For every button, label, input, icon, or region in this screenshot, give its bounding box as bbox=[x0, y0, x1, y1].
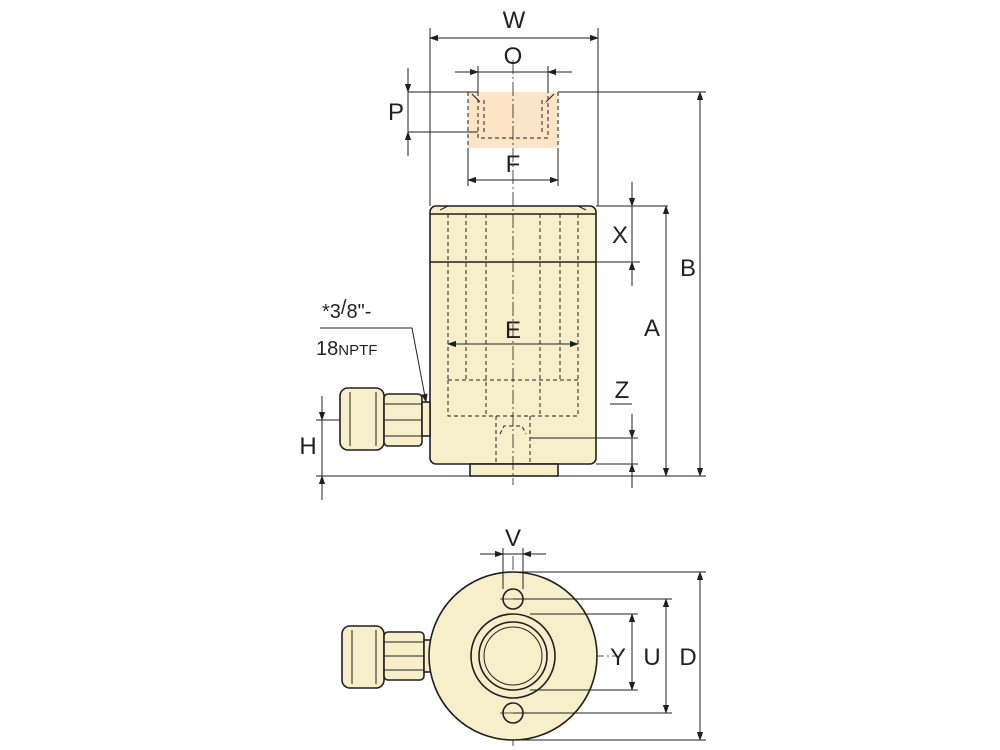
dim-a: A bbox=[644, 205, 670, 477]
label-d: D bbox=[679, 644, 696, 671]
dim-w: W bbox=[429, 7, 599, 206]
hydraulic-coupler bbox=[339, 387, 431, 451]
label-o: O bbox=[504, 43, 523, 70]
label-y: Y bbox=[610, 644, 626, 671]
dim-z: Z bbox=[530, 377, 638, 488]
port-note-line2: 18NPTF bbox=[316, 338, 377, 360]
label-z: Z bbox=[615, 377, 630, 404]
coupler-body bbox=[339, 387, 385, 451]
dim-h: H bbox=[299, 396, 470, 500]
label-u: U bbox=[643, 644, 660, 671]
dim-u: U bbox=[513, 598, 672, 714]
label-x: X bbox=[612, 222, 628, 249]
port-thread-note: *3/8"- 18NPTF bbox=[316, 297, 428, 403]
port-note-line1: *3/8"- bbox=[322, 297, 371, 323]
dim-e: E bbox=[447, 317, 579, 348]
dim-p: P bbox=[388, 68, 478, 156]
label-f: F bbox=[506, 151, 521, 178]
dim-x: X bbox=[596, 182, 668, 286]
dim-f: F bbox=[467, 148, 559, 186]
top-view: V D U Y bbox=[341, 525, 706, 746]
label-b: B bbox=[680, 255, 696, 282]
dim-y: Y bbox=[530, 613, 638, 691]
coupler-top bbox=[341, 625, 435, 689]
label-e: E bbox=[505, 317, 521, 344]
coupler-top-body bbox=[341, 625, 385, 689]
center-ring-outer bbox=[470, 613, 556, 699]
body-bottom-stub bbox=[469, 463, 559, 477]
label-a: A bbox=[644, 315, 660, 342]
dim-v: V bbox=[480, 525, 546, 589]
center-ring-mid bbox=[478, 621, 548, 691]
center-hole bbox=[483, 626, 543, 686]
side-view: W O P F X bbox=[299, 7, 706, 500]
dim-o: O bbox=[455, 43, 572, 92]
cylinder-body bbox=[429, 60, 597, 485]
label-w: W bbox=[503, 7, 526, 34]
cylinder-outline-top bbox=[428, 571, 598, 741]
label-h: H bbox=[299, 433, 316, 460]
dim-d: D bbox=[513, 571, 706, 741]
label-p: P bbox=[388, 99, 404, 126]
dim-b: B bbox=[558, 91, 706, 477]
label-v: V bbox=[505, 525, 521, 552]
